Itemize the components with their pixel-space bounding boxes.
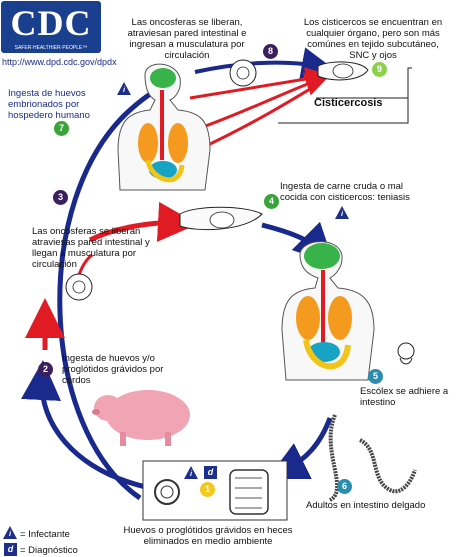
cdc-tagline: SAFER·HEALTHIER·PEOPLE™ [14, 45, 88, 51]
cisticercosis-label: Cisticercosis [314, 97, 383, 109]
pig [92, 390, 190, 446]
infective-marker-7: i [117, 82, 131, 95]
diagnostic-marker-1: d [204, 466, 217, 479]
step-1-text: Huevos o proglótidos grávidos en heces e… [123, 525, 293, 547]
step-4-badge: 4 [264, 194, 279, 209]
scolex [397, 342, 415, 365]
oncosphere-top [229, 59, 257, 87]
gravid-proglottid [229, 469, 269, 515]
step-2-badge: 2 [38, 362, 53, 377]
human-figure-1 [117, 63, 211, 191]
step-6-text: Adultos en intestino delgado [306, 500, 426, 511]
cdc-logo-text: CDC [10, 3, 92, 43]
step-8-badge: 8 [263, 44, 278, 59]
arrow-oncosphere-to-cyst [88, 201, 198, 243]
arrow-adult-to-stool [267, 417, 333, 479]
step-5-badge: 5 [368, 369, 383, 384]
step-3-badge: 3 [53, 190, 68, 205]
step-7-text: Ingesta de huevos embrionados por hosped… [8, 88, 90, 121]
cysticercus-muscle-middle [179, 206, 263, 231]
step-6-badge: 6 [337, 479, 352, 494]
step-5-text: Escólex se adhiere a intestino [360, 386, 449, 408]
arrow-stool-to-pig [21, 360, 151, 491]
egg [154, 479, 180, 505]
legend-diagnostic-label: = Diagnóstico [20, 545, 78, 556]
human-figure-2 [281, 241, 375, 381]
infective-marker-4: i [335, 206, 349, 219]
step-4-text: Ingesta de carne cruda o mal cocida con … [280, 181, 410, 203]
legend-diagnostic-icon: d [4, 543, 17, 556]
step-9-badge: 9 [372, 62, 387, 77]
oncosphere-left [65, 273, 93, 301]
arrow-red-to-cyst-2 [194, 72, 330, 132]
legend-infective-label: = Infectante [20, 529, 70, 540]
legend-infective-icon: i [3, 526, 17, 539]
step-2-text: Ingesta de huevos y/o proglótidos grávid… [62, 353, 164, 386]
step-1-badge: 1 [200, 482, 215, 497]
step-3-text: Las oncosferas se liberan atraviesas par… [32, 226, 150, 270]
arrow-to-cysticerci [194, 47, 334, 79]
step-7-badge: 7 [54, 121, 69, 136]
arrow-red-to-cyst-3 [207, 81, 321, 147]
step-9-text: Los cisticercos se encuentran en cualqui… [303, 17, 443, 61]
adult-tapeworm [328, 414, 417, 502]
cdc-logo: CDC SAFER·HEALTHIER·PEOPLE™ [1, 1, 101, 53]
step-8-text: Las oncosferas se liberan, atraviesan pa… [127, 17, 247, 61]
cdc-url[interactable]: http://www.dpd.cdc.gov/dpdx [2, 57, 117, 67]
infective-marker-1: i [184, 466, 198, 479]
cysticercus-muscle-top [317, 61, 369, 81]
